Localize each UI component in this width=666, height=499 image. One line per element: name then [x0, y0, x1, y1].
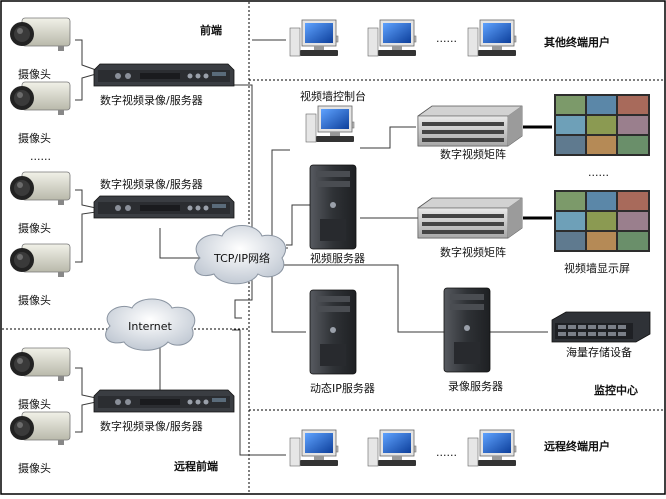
video-matrix-label-2: 数字视频矩阵 [440, 245, 506, 259]
dvr-server-icon-1 [93, 63, 235, 87]
camera-icon-3 [9, 171, 71, 206]
dvr-server-icon-3 [93, 389, 235, 413]
dynamic-ip-server-label: 动态IP服务器 [310, 382, 375, 395]
camera-label-4: 摄像头 [18, 293, 51, 307]
terminal-pc-icon-2 [367, 19, 417, 57]
tcpip-cloud: TCP/IP网络 [194, 225, 287, 285]
camera-label-3: 摄像头 [18, 221, 51, 235]
dvr-server-label-3: 数字视频录像/服务器 [100, 419, 203, 433]
internet-cloud: Internet [105, 298, 196, 351]
zone-monitoring-center: 监控中心 [594, 383, 638, 397]
video-wall-display-icon-2 [554, 190, 650, 252]
tcpip-network-label: TCP/IP网络 [213, 251, 270, 265]
zone-remote-terminal-users: 远程终端用户 [544, 439, 610, 453]
camera-icon-5 [9, 347, 71, 382]
dvr-server-label-2: 数字视频录像/服务器 [100, 177, 203, 191]
camera-icon-1 [9, 17, 71, 52]
camera-icon-4 [9, 243, 71, 278]
recording-server-icon [443, 287, 491, 373]
dynamic-ip-server-icon [309, 289, 357, 375]
internet-label: Internet [128, 320, 172, 333]
camera-label-2: 摄像头 [18, 131, 51, 145]
mass-storage-icon [551, 311, 651, 343]
dvr-server-label-1: 数字视频录像/服务器 [100, 93, 203, 107]
ellipsis-bottom: ...... [436, 446, 457, 459]
video-server-label: 视频服务器 [310, 251, 365, 265]
mass-storage-label: 海量存储设备 [566, 345, 632, 359]
video-matrix-label-1: 数字视频矩阵 [440, 147, 506, 161]
camera-label-1: 摄像头 [18, 67, 51, 81]
ellipsis-top: ...... [436, 32, 457, 45]
video-wall-display-label: 视频墙显示屏 [564, 261, 630, 275]
remote-pc-icon-3 [467, 429, 517, 467]
video-matrix-icon-1 [417, 105, 523, 147]
terminal-pc-icon-1 [289, 19, 339, 57]
zone-front-end: 前端 [200, 23, 222, 37]
remote-pc-icon-1 [289, 429, 339, 467]
terminal-pc-icon-3 [467, 19, 517, 57]
recording-server-label: 录像服务器 [448, 380, 503, 393]
camera-label-5: 摄像头 [18, 397, 51, 411]
video-matrix-icon-2 [417, 197, 523, 239]
ellipsis-wall: ...... [588, 166, 609, 179]
video-wall-console-pc-icon [305, 105, 355, 143]
video-server-icon [309, 164, 357, 250]
camera-icon-6 [9, 411, 71, 446]
ellipsis-front: ...... [30, 150, 51, 163]
camera-icon-2 [9, 81, 71, 116]
camera-label-6: 摄像头 [18, 461, 51, 475]
remote-pc-icon-2 [367, 429, 417, 467]
dvr-server-icon-2 [93, 195, 235, 219]
zone-remote-front-end: 远程前端 [174, 459, 218, 473]
video-wall-console-label: 视频墙控制台 [300, 89, 366, 103]
video-wall-display-icon-1 [554, 94, 650, 156]
zone-other-terminal-users: 其他终端用户 [544, 35, 610, 49]
